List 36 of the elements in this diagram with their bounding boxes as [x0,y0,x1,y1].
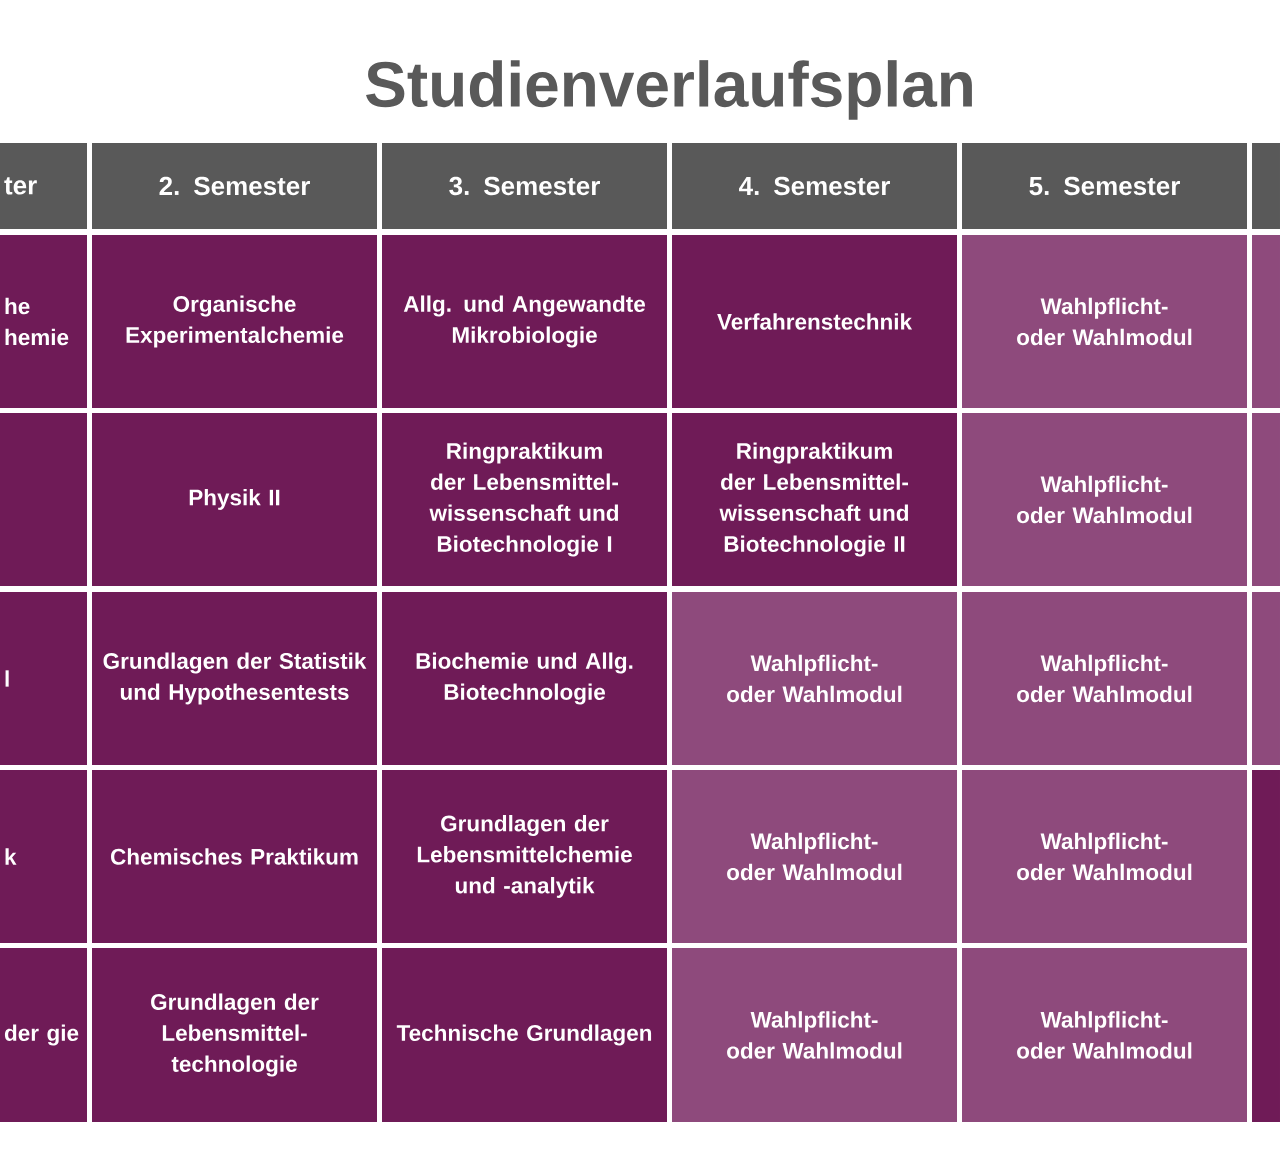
table-cell: Wahlpflicht- oder Wahlmodul [962,592,1247,765]
table-cell [1252,770,1280,1122]
table-cell: Biochemie und Allg. Biotechnologie [382,592,667,765]
table-cell: Grundlagen der Lebensmittel- technologie [92,948,377,1122]
header-cell: 4. Semester [672,143,957,229]
table-cell: Chemisches Praktikum [92,770,377,943]
title: Studienverlaufsplan [366,60,972,120]
table-cell: Organische Experimentalchemie [92,235,377,408]
header-cell [1252,143,1280,229]
table-cell: Grundlagen der Statistik und Hypothesentests [92,592,377,765]
header-cell: 2. Semester [92,143,377,229]
table-cell [1252,413,1280,586]
table-cell: Physik II [92,413,377,586]
table-cell: Wahlpflicht- oder Wahlmodul [672,592,957,765]
table-cell: Wahlpflicht- oder Wahlmodul [962,235,1247,408]
table-cell [0,413,87,586]
table-cell: Wahlpflicht- oder Wahlmodul [672,948,957,1122]
header-cell: ter [0,143,87,229]
table-cell: Wahlpflicht- oder Wahlmodul [962,770,1247,943]
table-cell: Ringpraktikum der Lebensmittel- wissenschaft und Biotechnologie II [672,413,957,586]
table-cell: Allg. und Angewandte Mikrobiologie [382,235,667,408]
header-cell: 3. Semester [382,143,667,229]
table-cell: Ringpraktikum der Lebensmittel- wissenschaft und Biotechnologie I [382,413,667,586]
table-cell: der gie [0,948,87,1122]
table-cell: l [0,592,87,765]
table-cell: Wahlpflicht- oder Wahlmodul [672,770,957,943]
table-cell: Verfahrenstechnik [672,235,957,408]
table-cell: Wahlpflicht- oder Wahlmodul [962,413,1247,586]
table-cell: Grundlagen der Lebensmittelchemie und -analytik [382,770,667,943]
table-cell: Technische Grundlagen [382,948,667,1122]
table-cell [1252,592,1280,765]
header-cell: 5. Semester [962,143,1247,229]
table-cell: Wahlpflicht- oder Wahlmodul [962,948,1247,1122]
table-cell [1252,235,1280,408]
table-cell: k [0,770,87,943]
table-cell: he hemie [0,235,87,408]
